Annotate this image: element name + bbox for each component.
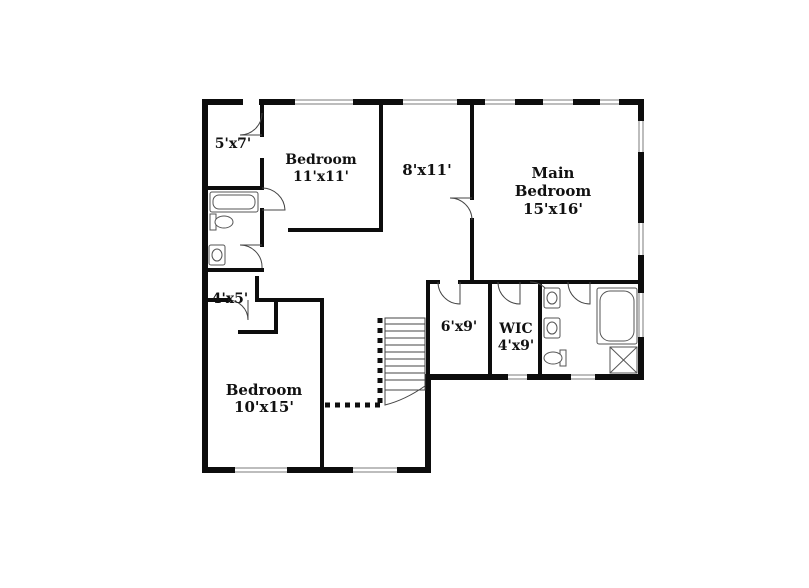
- main-bedroom-dims: 15'x16': [523, 200, 583, 218]
- main-bedroom-name-1: Main: [532, 164, 575, 182]
- main-bedroom-name-2: Bedroom: [515, 182, 592, 200]
- stair-railing: [325, 318, 383, 408]
- hall-dims: 8'x11': [402, 161, 451, 179]
- door: [227, 299, 249, 321]
- door: [449, 197, 473, 221]
- wic-dims: 4'x9': [498, 338, 534, 354]
- wic-name: WIC: [498, 321, 532, 337]
- door: [261, 187, 286, 211]
- bedroom-top-dims: 11'x11': [293, 169, 349, 185]
- door: [497, 281, 521, 305]
- exterior-walls: [202, 99, 644, 473]
- door: [437, 281, 461, 305]
- bedroom-bottom-dims: 10'x15': [234, 398, 294, 416]
- staircase: [384, 317, 426, 406]
- closet-top-label: 5'x7': [215, 136, 251, 152]
- closet-mid-label: 6'x9': [441, 319, 477, 335]
- door: [239, 112, 263, 136]
- bedroom-top-name: Bedroom: [285, 152, 357, 168]
- fixtures: [208, 191, 638, 374]
- interior-walls: [203, 100, 643, 472]
- door: [239, 244, 263, 269]
- window-inner: [232, 101, 642, 471]
- closet-left-label: 4'x5': [212, 291, 248, 307]
- bedroom-bottom-name: Bedroom: [226, 381, 303, 399]
- door: [567, 281, 591, 305]
